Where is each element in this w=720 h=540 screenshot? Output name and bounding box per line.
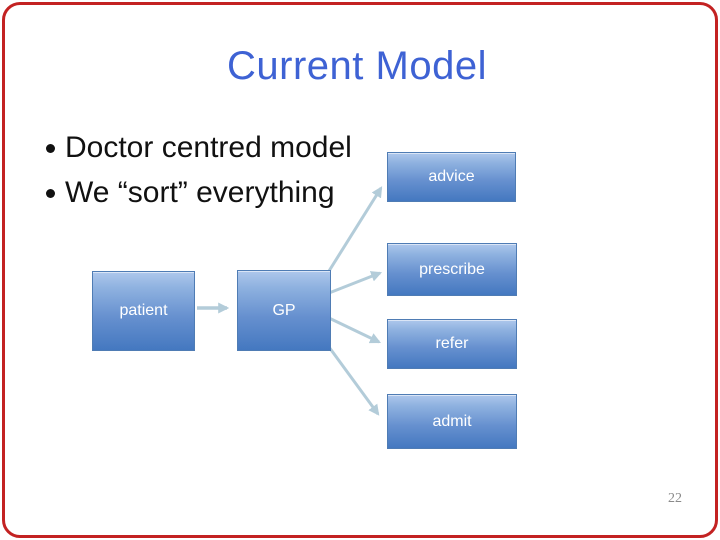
bullet-dot <box>46 144 55 153</box>
arrow-gp-to-prescribe <box>328 271 383 295</box>
node-gp-label: GP <box>272 301 296 319</box>
node-refer: refer <box>387 319 517 369</box>
node-patient: patient <box>92 271 195 351</box>
node-advice: advice <box>387 152 516 202</box>
slide-title: Current Model <box>227 44 487 88</box>
arrow-gp-to-refer <box>328 316 381 344</box>
bullet-item: We “sort” everything <box>40 170 440 215</box>
bullet-list: Doctor centred model We “sort” everythin… <box>40 125 440 215</box>
bullet-item: Doctor centred model <box>40 125 440 170</box>
bullet-text: We “sort” everything <box>65 176 335 209</box>
node-advice-label: advice <box>428 168 475 185</box>
node-prescribe-label: prescribe <box>419 260 485 278</box>
node-refer-label: refer <box>435 335 469 352</box>
node-gp: GP <box>237 270 331 351</box>
node-prescribe: prescribe <box>387 243 517 296</box>
page-number: 22 <box>668 491 682 506</box>
node-patient-label: patient <box>119 302 168 319</box>
arrow-gp-to-advice <box>327 186 383 272</box>
node-admit-label: admit <box>432 412 472 430</box>
arrow-gp-to-admit <box>327 346 380 416</box>
bullet-dot <box>46 189 55 198</box>
node-admit: admit <box>387 394 517 449</box>
bullet-text: Doctor centred model <box>65 131 352 164</box>
